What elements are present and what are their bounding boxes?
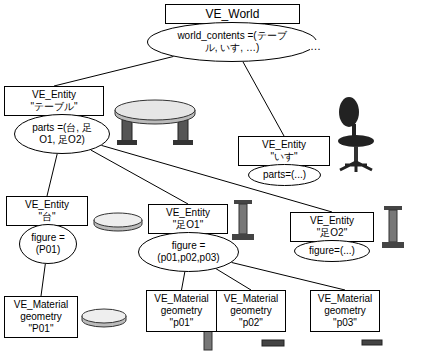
leg-foot-part — [262, 340, 284, 346]
class-box: VE_Material geometry"p01" — [146, 290, 217, 332]
attribute-ellipse: world_contents =(テーブル, いす, …) — [147, 22, 317, 62]
table-foot — [117, 140, 137, 145]
chair-illustration — [338, 97, 374, 172]
box-text: VE_Material geometry — [8, 299, 74, 323]
class-box: VE_Entity"足O1" — [148, 204, 228, 234]
attribute-text: parts=(...) — [262, 169, 307, 181]
box-text: "p01" — [150, 317, 213, 329]
material-tabletop-illustration — [82, 309, 126, 327]
leg-slab — [239, 204, 247, 234]
box-text: "台" — [10, 211, 84, 223]
class-box: VE_Entity"足O2" — [290, 212, 374, 242]
connector-line — [232, 262, 345, 290]
leg-bar — [234, 200, 252, 204]
box-text: "いす" — [242, 151, 326, 163]
connector-line — [101, 145, 332, 212]
box-text: VE_Entity — [152, 207, 224, 219]
connector-line — [182, 272, 185, 290]
box-text: "足O1" — [152, 219, 224, 231]
connector-line — [216, 269, 251, 290]
box-text: "足O2" — [294, 227, 370, 239]
connector-line — [41, 264, 45, 296]
box-text: VE_Material geometry — [220, 293, 282, 317]
class-box: VE_Entity"テーブル" — [4, 86, 104, 116]
chair-post — [354, 146, 358, 162]
table-foot — [173, 140, 193, 145]
leg-illustration — [382, 206, 404, 248]
box-text: "p03" — [314, 317, 376, 329]
leg-bar-part — [362, 340, 382, 345]
attribute-text: figure =(P01) — [31, 232, 66, 256]
box-text: VE_World — [169, 7, 296, 21]
attribute-ellipse: parts=(...) — [248, 164, 321, 186]
table-illustration — [115, 100, 195, 145]
class-box: VE_Entity"台" — [6, 196, 88, 226]
attribute-ellipse: parts =(台, 足O1, 足O2) — [14, 114, 110, 154]
class-box: VE_Material geometry"p02" — [216, 290, 286, 332]
connector-line — [91, 150, 188, 204]
box-text: VE_Material geometry — [314, 293, 376, 317]
tabletop-illustration — [94, 213, 142, 231]
ellipse-shape — [15, 115, 110, 154]
box-text: VE_Entity — [294, 215, 370, 227]
box-text: VE_Entity — [242, 139, 326, 151]
attribute-text: world_contents =(テーブル, いす, …) — [177, 30, 288, 54]
tabletop — [82, 309, 126, 323]
class-box: VE_Material geometry"P01" — [4, 296, 78, 338]
connector-line — [54, 56, 173, 86]
continuation-mark: … — [310, 40, 321, 53]
class-box: VE_World — [165, 4, 300, 24]
ellipse-shape — [148, 23, 317, 62]
leg-foot — [232, 234, 254, 240]
tabletop — [94, 213, 142, 227]
chair-base — [340, 162, 372, 172]
chair-seat — [338, 135, 374, 147]
class-box: VE_Material geometry"p03" — [310, 290, 380, 332]
ellipse-shape — [249, 165, 321, 186]
attribute-ellipse: figure=(...) — [294, 240, 370, 262]
box-text: "P01" — [8, 323, 74, 335]
connector-line — [243, 62, 284, 136]
box-text: VE_Material geometry — [150, 293, 213, 317]
attribute-text: parts =(台, 足O1, 足O2) — [32, 122, 93, 146]
leg-bar — [384, 206, 402, 210]
ellipse-shape — [139, 233, 239, 272]
ellipse-shape — [20, 225, 77, 264]
box-text: VE_Entity — [10, 199, 84, 211]
box-text: VE_Entity — [8, 89, 100, 101]
attribute-text: figure =(p01,p02,p03) — [157, 240, 221, 264]
attribute-ellipse: figure =(P01) — [19, 224, 77, 264]
attribute-text: figure=(...) — [309, 245, 356, 257]
connector-line — [47, 154, 57, 196]
class-box: VE_Entity"いす" — [238, 136, 330, 166]
ellipse-shape — [295, 241, 370, 262]
leg-illustration — [232, 200, 254, 240]
table-top — [115, 100, 195, 120]
attribute-ellipse: figure =(p01,p02,p03) — [138, 232, 239, 272]
box-text: "テーブル" — [8, 101, 100, 113]
chair-back — [339, 97, 359, 127]
leg-slab — [389, 210, 397, 242]
box-text: "p02" — [220, 317, 282, 329]
leg-foot — [382, 242, 404, 248]
